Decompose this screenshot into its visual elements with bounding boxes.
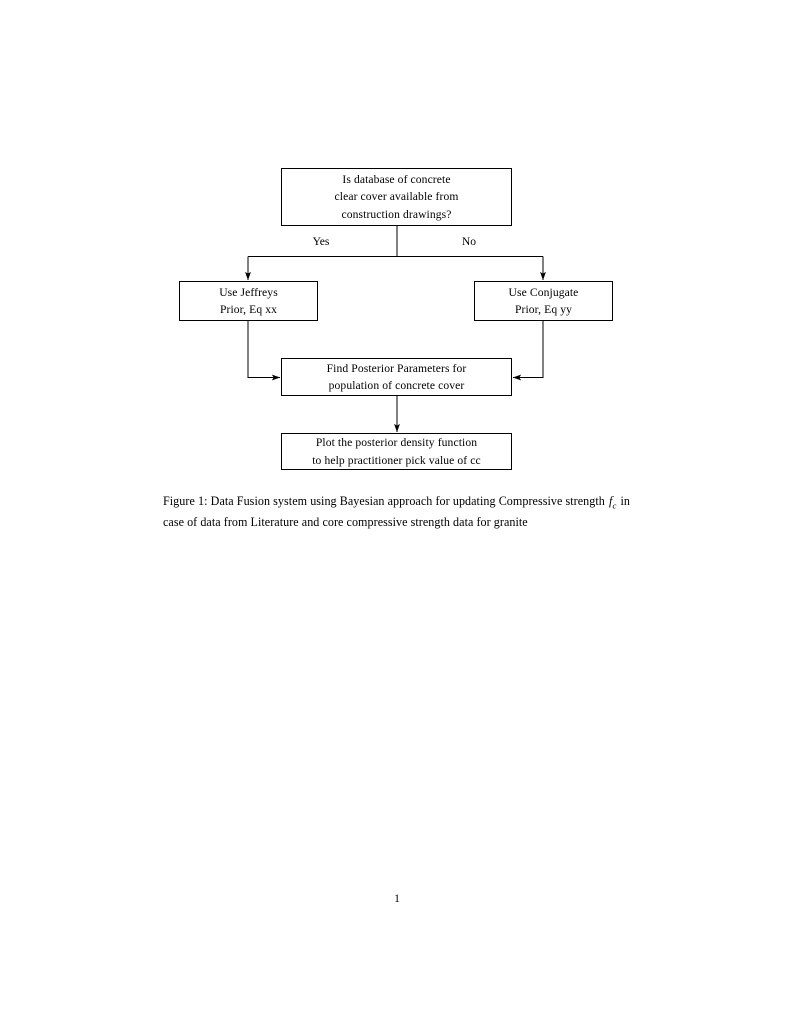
node-decision-line-2: clear cover available from [334,190,459,204]
figure-1: Is database of concrete clear cover avai… [0,0,794,500]
node-plot-posterior-density[interactable]: Plot the posterior density function to h… [281,433,512,470]
page-number: 1 [394,892,400,905]
math-subscript-c: c [612,500,617,511]
node-decision-database-available[interactable]: Is database of concrete clear cover avai… [281,168,512,226]
figure-caption-text-part1: Data Fusion system using Bayesian approa… [210,494,605,508]
math-base-f: f [609,494,613,508]
node-find-posterior-parameters[interactable]: Find Posterior Parameters for population… [281,358,512,396]
flowchart-connectors [245,226,546,433]
node-decision-line-3: construction drawings? [341,207,452,221]
node-use-conjugate-prior[interactable]: Use Conjugate Prior, Eq yy [474,281,613,321]
node-plot-line-1: Plot the posterior density function [315,436,478,450]
node-posterior-line-2: population of concrete cover [328,379,465,392]
edge-label-no: No [461,235,477,248]
node-posterior-line-1: Find Posterior Parameters for [326,361,467,375]
edge-label-yes: Yes [312,235,330,248]
figure-caption-math-fc: fc [608,494,617,511]
node-jeffreys-line-2: Prior, Eq xx [219,303,278,316]
node-use-jeffreys-prior[interactable]: Use Jeffreys Prior, Eq xx [179,281,318,321]
figure-caption: Figure 1: Data Fusion system using Bayes… [163,492,630,531]
figure-caption-label: Figure 1: [163,494,208,508]
node-conjugate-line-1: Use Conjugate [508,285,579,299]
node-plot-line-2: to help practitioner pick value of cc [312,453,481,467]
node-jeffreys-line-1: Use Jeffreys [219,285,278,299]
edge-conjugate-to-posterior [512,321,544,381]
figure-caption-text-part2: in case of data from Literature and core… [163,494,631,529]
node-decision-line-1: Is database of concrete [342,173,451,187]
node-conjugate-line-2: Prior, Eq yy [514,303,573,316]
edge-jeffreys-to-posterior [247,321,281,381]
